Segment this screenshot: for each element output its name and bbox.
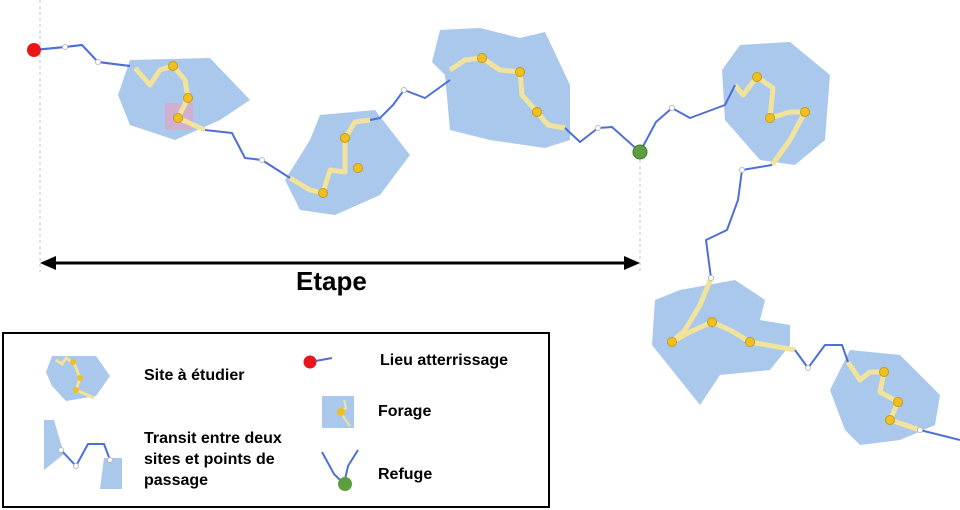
landing-point-icon — [303, 355, 333, 369]
legend-landing-label: Lieu atterrissage — [380, 352, 509, 369]
legend-refuge-label: Refuge — [378, 466, 433, 483]
legend-site-label: Site à étudier — [144, 367, 245, 384]
drill-points — [168, 53, 903, 425]
landing-point — [27, 43, 41, 57]
etape-label: Etape — [296, 266, 367, 296]
legend-drill-label: Forage — [378, 403, 432, 420]
site-tracks — [133, 55, 921, 433]
legend: Site à étudier Transit entre deux sites … — [2, 332, 550, 508]
site-polygon-icon — [46, 355, 110, 401]
legend-transit-label: Transit entre deux sites et points de pa… — [144, 430, 282, 489]
etape-arrow — [40, 256, 640, 270]
refuge-point — [632, 144, 648, 160]
site-4 — [722, 42, 830, 165]
transit-route-icon — [44, 420, 122, 489]
transit-segments — [33, 44, 960, 441]
site-5 — [652, 280, 790, 405]
waypoints — [62, 44, 923, 433]
drill-point-icon — [322, 396, 354, 428]
site-3 — [432, 28, 570, 148]
refuge-point-icon — [321, 449, 359, 491]
